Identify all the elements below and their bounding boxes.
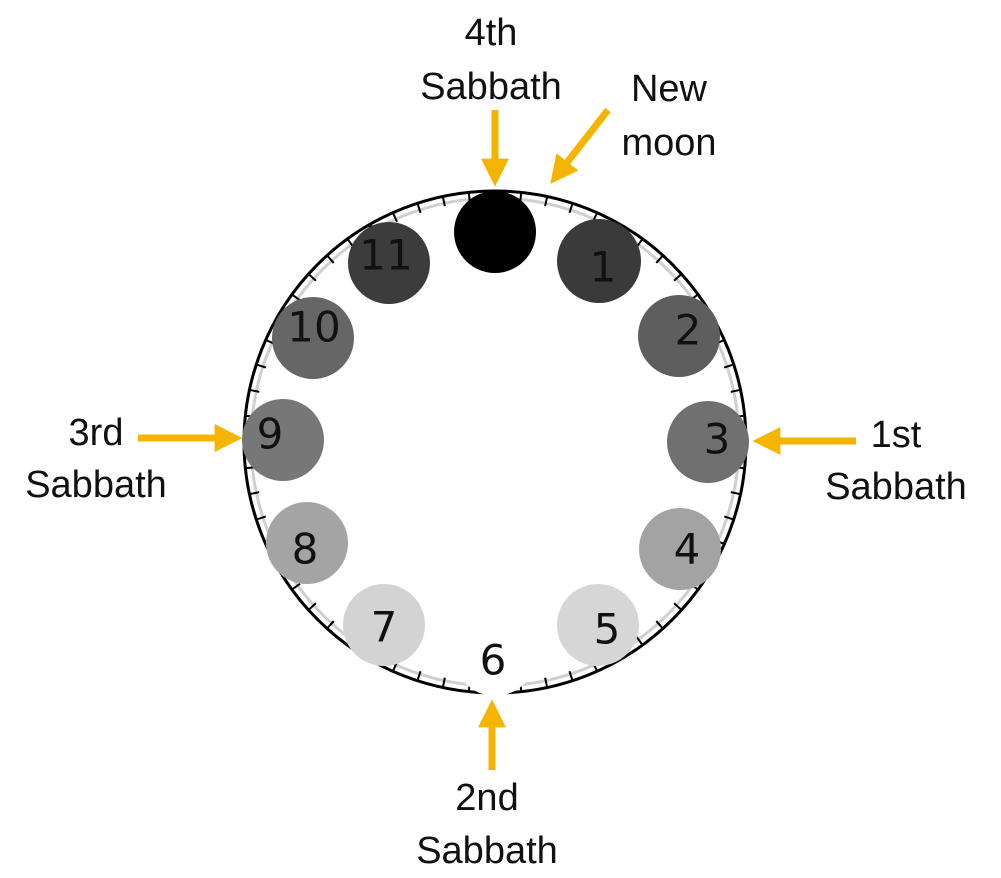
phase-number-5: 5: [594, 605, 621, 654]
phase-disc-6: [454, 614, 536, 696]
phase-number-1: 1: [590, 243, 617, 292]
phase-disc-1: [557, 219, 641, 303]
label-third-sabbath-line2: Sabbath: [25, 464, 167, 506]
dial-tick-minor: [673, 273, 683, 282]
label-new-moon-line1: New: [631, 68, 708, 110]
phase-number-9: 9: [257, 410, 284, 459]
dial-tick-minor: [307, 273, 317, 282]
dial-tick-minor: [391, 212, 398, 223]
phase-number-10: 10: [287, 303, 340, 352]
dial-tick-minor: [568, 670, 574, 682]
label-third-sabbath-line1: 3rd: [69, 412, 124, 454]
dial-tick-minor: [723, 363, 735, 369]
phase-disc-11: [348, 222, 430, 304]
dial-tick-minor: [544, 196, 549, 207]
phase-disc-2: [638, 295, 720, 377]
phase-number-6: 6: [480, 636, 507, 685]
dial-tick-minor: [416, 202, 422, 214]
label-first-sabbath-line2: Sabbath: [825, 466, 967, 508]
dial-tick-minor: [568, 202, 574, 214]
phase-number-7: 7: [371, 603, 398, 652]
dial-tick-minor: [655, 620, 664, 630]
phase-disc-10: [272, 297, 354, 379]
callout-arrows: [138, 107, 856, 770]
label-new-moon-line2: moon: [621, 122, 716, 164]
dial-tick-minor: [673, 602, 683, 611]
dial-tick-minor: [326, 620, 335, 630]
dial-tick-minor: [655, 254, 664, 264]
phase-number-11: 11: [359, 231, 412, 280]
label-fourth-sabbath-line2: Sabbath: [420, 66, 562, 108]
phase-disc-9: [242, 399, 324, 481]
dial-tick-minor: [326, 254, 335, 264]
dial-tick-minor: [249, 491, 260, 496]
callout-labels: 4th Sabbath New moon 1st Sabbath 2nd Sab…: [25, 12, 967, 872]
dial-tick-minor: [441, 196, 446, 207]
moon-phase-numbers: 1 2 3 4 5 6 7 8 9 10 11: [257, 231, 731, 685]
label-second-sabbath-line2: Sabbath: [416, 830, 558, 872]
phase-number-3: 3: [704, 415, 731, 464]
phase-disc-3: [667, 401, 749, 483]
phase-disc-8: [266, 502, 348, 584]
dial-tick-minor: [635, 636, 644, 646]
dial-tick-minor: [441, 677, 446, 688]
dial-tick-minor: [249, 388, 260, 393]
dial-tick-minor: [544, 677, 549, 688]
dial-tick-minor: [255, 515, 267, 521]
phase-disc-4: [639, 508, 721, 590]
dial-tick-minor: [255, 363, 267, 369]
dial-tick-minor: [291, 582, 301, 591]
dial-tick-minor: [723, 515, 735, 521]
phase-disc-7: [343, 584, 425, 666]
label-fourth-sabbath-line1: 4th: [465, 12, 518, 54]
phase-number-8: 8: [292, 525, 319, 574]
dial-tick-minor: [291, 293, 301, 302]
arrow-new-moon: [550, 107, 611, 184]
phase-number-2: 2: [675, 306, 702, 355]
dial-tick-minor: [416, 670, 422, 682]
dial-tick-minor: [730, 388, 741, 393]
new-moon-disc: [454, 191, 536, 273]
phase-disc-5: [557, 584, 639, 666]
label-second-sabbath-line1: 2nd: [455, 777, 518, 819]
dial-tick-minor: [307, 602, 317, 611]
dial-tick-minor: [730, 491, 741, 496]
moon-phase-discs: [242, 219, 749, 696]
phase-number-4: 4: [674, 525, 701, 574]
label-first-sabbath-line1: 1st: [871, 414, 922, 456]
